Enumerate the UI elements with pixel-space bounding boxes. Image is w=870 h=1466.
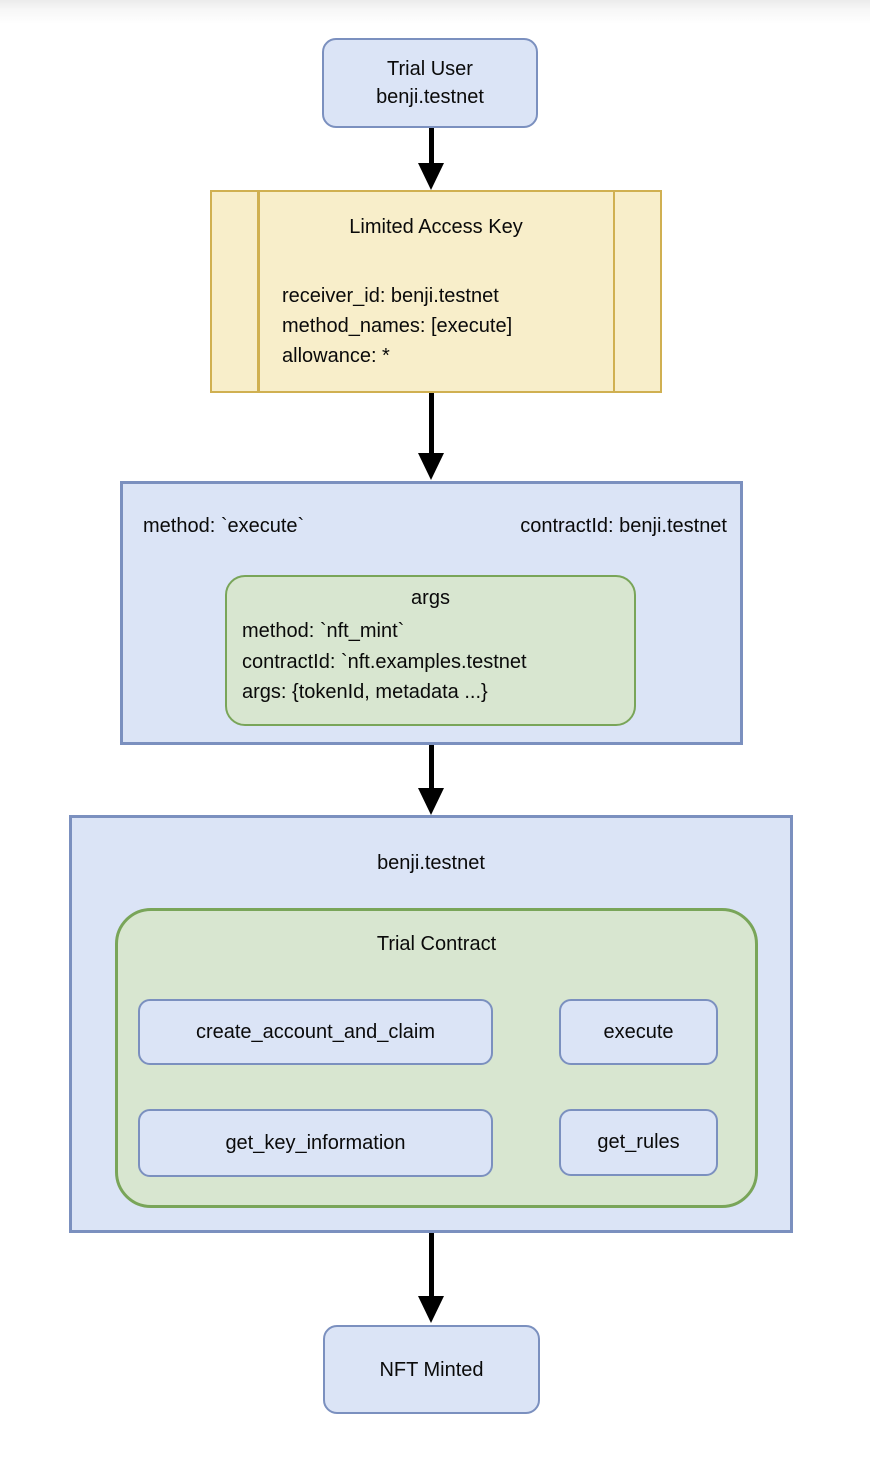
args-method: method: `nft_mint` <box>242 620 405 642</box>
arrow-shaft <box>429 128 434 166</box>
arrow-shaft <box>429 1233 434 1298</box>
method-label: get_key_information <box>225 1131 406 1154</box>
arrow-head-icon <box>418 788 444 815</box>
trial-user-account: benji.testnet <box>376 86 484 108</box>
call-contract-label: contractId: benji.testnet <box>520 515 727 537</box>
args-args: args: {tokenId, metadata ...} <box>242 681 488 703</box>
top-shadow-gradient <box>0 0 870 24</box>
method-box-get-key-information: get_key_information <box>138 1109 493 1177</box>
args-title: args <box>411 587 450 609</box>
arrow-head-icon <box>418 163 444 190</box>
subroutine-bar-left <box>257 192 260 391</box>
arrow-key-to-call <box>416 393 446 480</box>
node-limited-access-key: Limited Access Key receiver_id: benji.te… <box>210 190 662 393</box>
args-fields: method: `nft_mint` contractId: `nft.exam… <box>227 616 634 708</box>
arrow-user-to-key <box>416 128 446 190</box>
node-benji-account: benji.testnet Trial Contract create_acco… <box>69 815 793 1233</box>
access-key-receiver-id: receiver_id: benji.testnet <box>282 285 499 307</box>
arrow-shaft <box>429 393 434 455</box>
account-title: benji.testnet <box>377 852 485 874</box>
trial-user-title: Trial User <box>387 58 473 80</box>
args-box: args method: `nft_mint` contractId: `nft… <box>225 575 636 726</box>
nft-minted-label: NFT Minted <box>379 1358 484 1381</box>
method-box-get-rules: get_rules <box>559 1109 718 1176</box>
method-label: create_account_and_claim <box>195 1020 436 1043</box>
method-box-create-account-and-claim: create_account_and_claim <box>138 999 493 1065</box>
arrow-shaft <box>429 745 434 790</box>
args-contract-id: contractId: `nft.examples.testnet <box>242 650 527 673</box>
trial-contract-box: Trial Contract create_account_and_claim … <box>115 908 758 1208</box>
subroutine-bar-right <box>612 192 615 391</box>
node-execute-call: method: `execute` contractId: benji.test… <box>120 481 743 745</box>
arrow-head-icon <box>418 453 444 480</box>
node-trial-user: Trial User benji.testnet <box>322 38 538 128</box>
arrow-account-to-minted <box>416 1233 446 1323</box>
arrow-call-to-account <box>416 745 446 815</box>
access-key-method-names: method_names: [execute] <box>282 315 513 337</box>
method-box-execute: execute <box>559 999 718 1065</box>
arrow-head-icon <box>418 1296 444 1323</box>
method-label: execute <box>603 1020 674 1043</box>
trial-contract-title: Trial Contract <box>376 933 497 955</box>
node-nft-minted: NFT Minted <box>323 1325 540 1414</box>
call-method-label: method: `execute` <box>143 515 305 537</box>
method-label: get_rules <box>597 1131 680 1153</box>
access-key-fields: receiver_id: benji.testnet method_names:… <box>212 281 660 371</box>
access-key-allowance: allowance: * <box>282 345 390 367</box>
access-key-title: Limited Access Key <box>349 216 523 238</box>
